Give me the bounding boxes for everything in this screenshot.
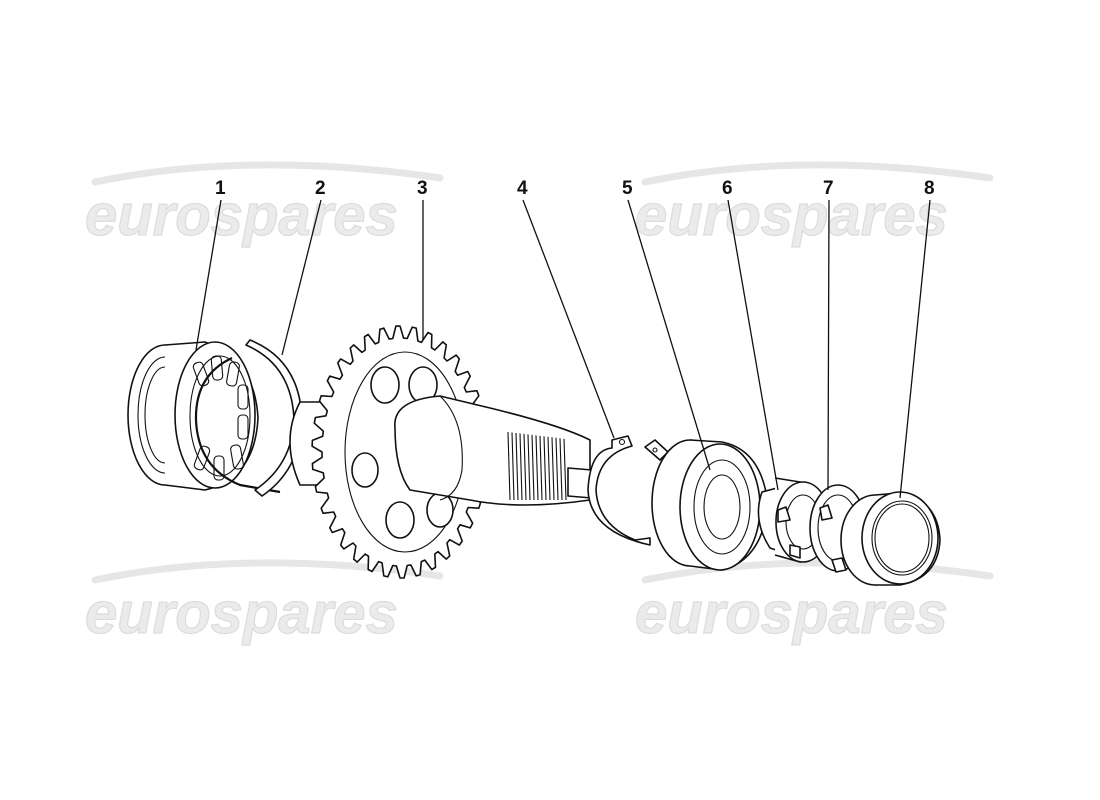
watermark-text: eurospares [85, 183, 398, 248]
part-roller-bearing [127, 341, 281, 494]
callout-leaders [195, 199, 931, 499]
part-oil-seal [840, 491, 941, 586]
watermark-top-left: eurospares [84, 161, 444, 249]
callout-leader-4 [522, 199, 615, 439]
watermark-text: eurospares [635, 581, 948, 646]
callout-label-1: 1 [215, 178, 226, 199]
watermark-bottom-left: eurospares [84, 559, 444, 647]
callout-label-6: 6 [722, 178, 733, 199]
callout-label-8: 8 [924, 178, 935, 199]
callout-leader-2 [281, 199, 322, 356]
callout-leader-6 [727, 199, 779, 491]
callout-label-4: 4 [517, 178, 528, 199]
callout-label-5: 5 [622, 178, 633, 199]
watermark-top-right: eurospares [634, 161, 994, 249]
callout-label-3: 3 [417, 178, 428, 199]
watermark-bottom-right: eurospares [634, 559, 994, 647]
watermark-text: eurospares [85, 581, 398, 646]
callout-leader-8 [899, 199, 931, 499]
callout-leader-7 [827, 199, 830, 491]
part-snap-ring [245, 339, 303, 497]
callout-label-7: 7 [823, 178, 834, 199]
part-ball-bearing [651, 439, 769, 571]
part-gear-shaft [289, 325, 593, 579]
callout-label-2: 2 [315, 178, 326, 199]
callout-numbers: 1 2 3 4 5 6 7 8 [215, 178, 935, 199]
callout-leader-5 [627, 199, 711, 471]
callout-leader-1 [195, 199, 222, 351]
watermark-text: eurospares [635, 183, 948, 248]
part-circlip [587, 435, 651, 546]
